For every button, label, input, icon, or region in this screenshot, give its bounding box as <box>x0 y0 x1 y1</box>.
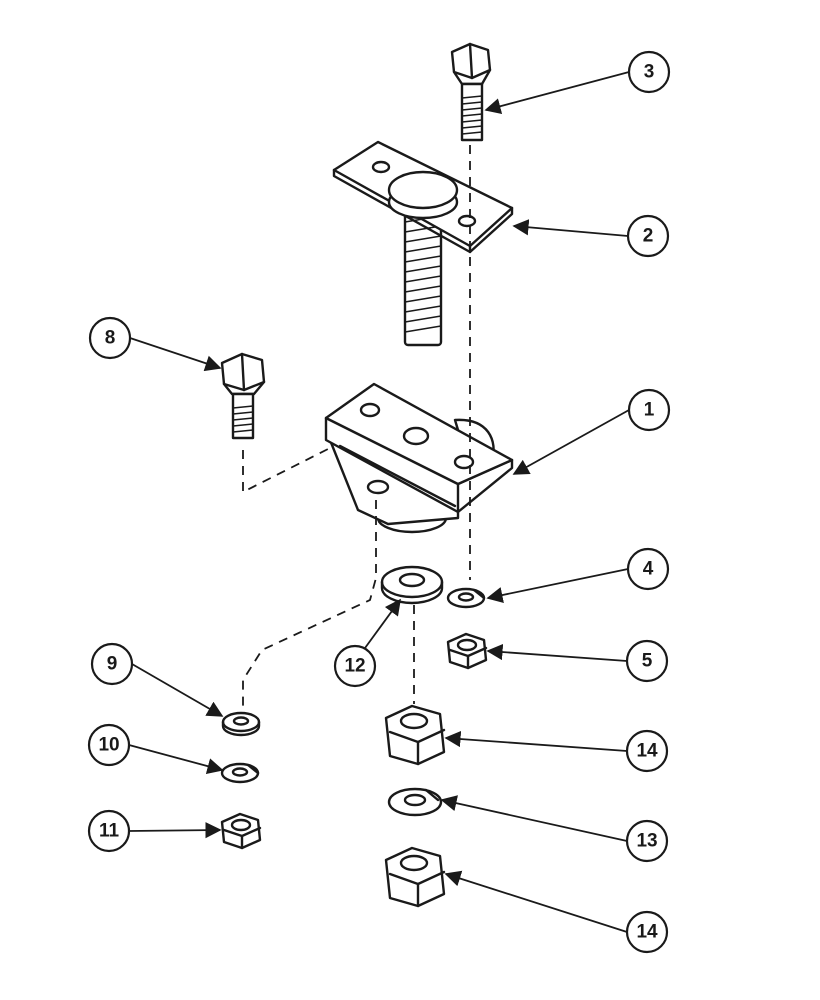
callout-label: 13 <box>636 831 657 852</box>
part-10-lock-washer <box>220 762 260 784</box>
callout-label: 11 <box>99 821 120 842</box>
part-14-lower-large-nut <box>384 846 446 908</box>
part-12-flat-washer <box>380 565 444 605</box>
callout-3: 3 <box>627 50 671 94</box>
part-2-plate-stud <box>332 140 514 347</box>
part-14-upper-large-nut <box>384 704 446 766</box>
callout-label: 3 <box>644 62 655 83</box>
assembly-center-lines <box>242 145 471 712</box>
callout-14-upper: 14 <box>625 729 669 773</box>
part-1-bracket <box>324 382 514 534</box>
callout-label: 14 <box>636 741 658 762</box>
part-3-bolt <box>450 42 492 142</box>
callout-label: 14 <box>636 922 658 943</box>
callout-8: 8 <box>88 316 132 360</box>
part-5-nut <box>446 632 488 670</box>
callout-11: 11 <box>87 809 131 853</box>
callout-14-lower: 14 <box>625 910 669 954</box>
callout-5: 5 <box>625 639 669 683</box>
leader-lines <box>128 71 630 933</box>
part-4-lock-washer <box>446 587 486 609</box>
callout-12: 12 <box>333 644 377 688</box>
callout-10: 10 <box>87 723 131 767</box>
callout-4: 4 <box>626 547 670 591</box>
callout-label: 9 <box>107 654 118 675</box>
part-8-bolt <box>220 352 266 440</box>
callout-13: 13 <box>625 819 669 863</box>
callout-1: 1 <box>627 388 671 432</box>
part-13-large-lock-washer <box>387 787 443 817</box>
callout-label: 1 <box>644 400 655 421</box>
callout-label: 4 <box>643 559 654 580</box>
callout-label: 2 <box>643 226 654 247</box>
part-9-washer <box>221 711 261 737</box>
callout-label: 10 <box>98 735 119 756</box>
callout-label: 12 <box>344 656 365 677</box>
callout-9: 9 <box>90 642 134 686</box>
callout-2: 2 <box>626 214 670 258</box>
callout-label: 5 <box>642 651 653 672</box>
part-11-nut <box>220 812 262 850</box>
callout-label: 8 <box>105 328 116 349</box>
